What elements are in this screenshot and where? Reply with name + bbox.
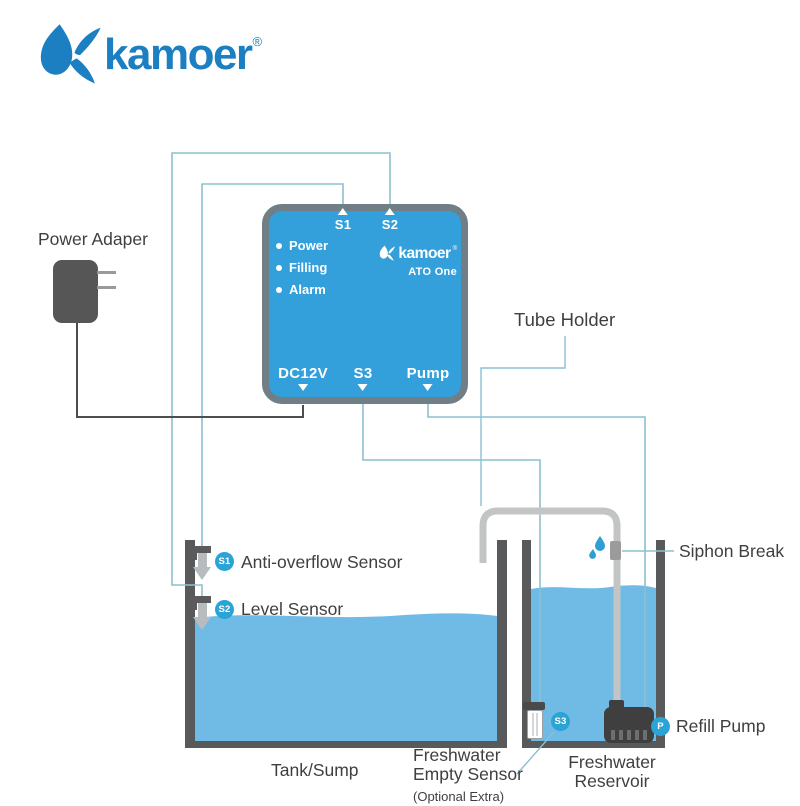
port-s3-label: S3 <box>353 365 373 382</box>
port-pump-label: Pump <box>406 365 450 382</box>
power-adapter <box>53 260 98 323</box>
port-arrow-up-icon <box>337 208 348 215</box>
port-arrow-down-icon <box>357 384 368 391</box>
port-s1-label: S1 <box>334 217 352 232</box>
led-alarm-label: Alarm <box>289 282 326 297</box>
anti-overflow-sensor-clamp <box>189 546 211 553</box>
pump-grill-icon <box>611 730 615 740</box>
anti-overflow-sensor-label: Anti-overflow Sensor <box>241 552 403 572</box>
ato-controller: S1 S2 Power Filling Alarm kamoer ® ATO O… <box>262 204 468 404</box>
port-s2: S2 <box>382 208 399 232</box>
kamoer-logo: kamoer ® <box>38 18 263 92</box>
leader-tube-holder <box>480 336 566 506</box>
empty-sensor-badge: S3 <box>551 712 570 731</box>
water-reservoir <box>531 585 656 741</box>
level-sensor-badge: S2 <box>215 600 234 619</box>
level-sensor-tip <box>193 617 211 630</box>
empty-sensor-body <box>527 710 543 739</box>
wire-s3 <box>362 404 541 704</box>
empty-sensor-detail <box>532 713 534 736</box>
kamoer-drop-icon <box>380 245 396 261</box>
led-dot-icon <box>276 286 282 293</box>
anti-overflow-sensor-body <box>198 553 207 568</box>
reservoir-wall-right <box>656 540 665 748</box>
siphon-break-label: Siphon Break <box>679 541 785 561</box>
tank-sump-wall-right <box>497 540 507 748</box>
water-tank-sump <box>195 613 497 741</box>
reservoir-label: Freshwater Reservoir <box>551 753 673 791</box>
reservoir-wall-left <box>522 540 531 748</box>
siphon-break-fitting <box>610 541 621 560</box>
wire-s1 <box>201 183 344 552</box>
port-dc12v-label: DC12V <box>278 365 328 382</box>
refill-pump-label: Refill Pump <box>676 716 766 736</box>
power-adapter-label: Power Adaper <box>38 229 148 249</box>
port-arrow-down-icon <box>423 384 433 391</box>
reservoir-label-line1: Freshwater <box>568 752 656 772</box>
tube-holder-label: Tube Holder <box>514 309 616 330</box>
status-leds: Power Filling Alarm <box>276 238 328 297</box>
registered-mark: ® <box>452 245 457 252</box>
led-filling-label: Filling <box>289 260 328 275</box>
led-power-label: Power <box>289 238 329 253</box>
pump-grill-icon <box>635 730 639 740</box>
pump-grill-icon <box>619 730 623 740</box>
tank-sump-bottom <box>185 740 507 748</box>
kamoer-drop-icon <box>40 24 101 84</box>
empty-sensor-label: Freshwater Empty Sensor (Optional Extra) <box>413 746 523 806</box>
wire-power-cord <box>76 321 304 418</box>
controller-brand-text: kamoer <box>398 244 451 262</box>
anti-overflow-badge: S1 <box>215 552 234 571</box>
empty-sensor-label-line2: Empty Sensor <box>413 764 523 784</box>
pump-grill-icon <box>627 730 631 740</box>
reservoir-label-line2: Reservoir <box>574 771 650 791</box>
port-dc12v: DC12V <box>278 365 328 391</box>
led-power: Power <box>276 238 328 253</box>
port-s2-label: S2 <box>381 217 399 232</box>
tank-sump-label: Tank/Sump <box>271 760 359 780</box>
led-alarm: Alarm <box>276 282 328 297</box>
pump-grill-icon <box>643 730 647 740</box>
reservoir-bottom <box>522 740 665 748</box>
level-sensor-body <box>198 603 207 618</box>
empty-sensor-detail <box>536 713 538 736</box>
led-filling: Filling <box>276 260 328 275</box>
wire-s2 <box>171 152 391 597</box>
port-s1: S1 <box>335 208 352 232</box>
level-sensor-clamp <box>189 596 211 603</box>
controller-brand-logo: kamoer ® ATO One <box>371 244 457 278</box>
wire-pump <box>427 404 646 707</box>
level-sensor-label: Level Sensor <box>241 599 344 619</box>
port-s3: S3 <box>354 365 373 391</box>
tank-sump-wall-left <box>185 540 195 748</box>
led-dot-icon <box>276 242 282 249</box>
leader-empty-sensor <box>516 731 555 775</box>
kamoer-logo-text: kamoer <box>104 30 253 79</box>
port-pump: Pump <box>407 365 450 391</box>
refill-pump-outlet <box>609 700 624 710</box>
adapter-prong-top <box>97 271 116 274</box>
anti-overflow-sensor-clamp <box>189 553 197 560</box>
port-arrow-up-icon <box>384 208 395 215</box>
water-droplets-icon <box>589 536 605 559</box>
anti-overflow-sensor-tip <box>193 567 211 580</box>
empty-sensor-label-line1: Freshwater <box>413 745 501 765</box>
controller-model: ATO One <box>408 266 457 278</box>
port-arrow-down-icon <box>297 384 308 391</box>
refill-pump-badge: P <box>651 717 670 736</box>
registered-mark: ® <box>252 33 263 49</box>
adapter-prong-bottom <box>97 286 116 289</box>
refill-tube <box>479 507 621 706</box>
empty-sensor-note: (Optional Extra) <box>413 789 505 804</box>
refill-pump <box>604 707 654 743</box>
led-dot-icon <box>276 264 282 271</box>
empty-sensor-cap <box>523 702 545 710</box>
level-sensor-clamp <box>189 603 197 610</box>
